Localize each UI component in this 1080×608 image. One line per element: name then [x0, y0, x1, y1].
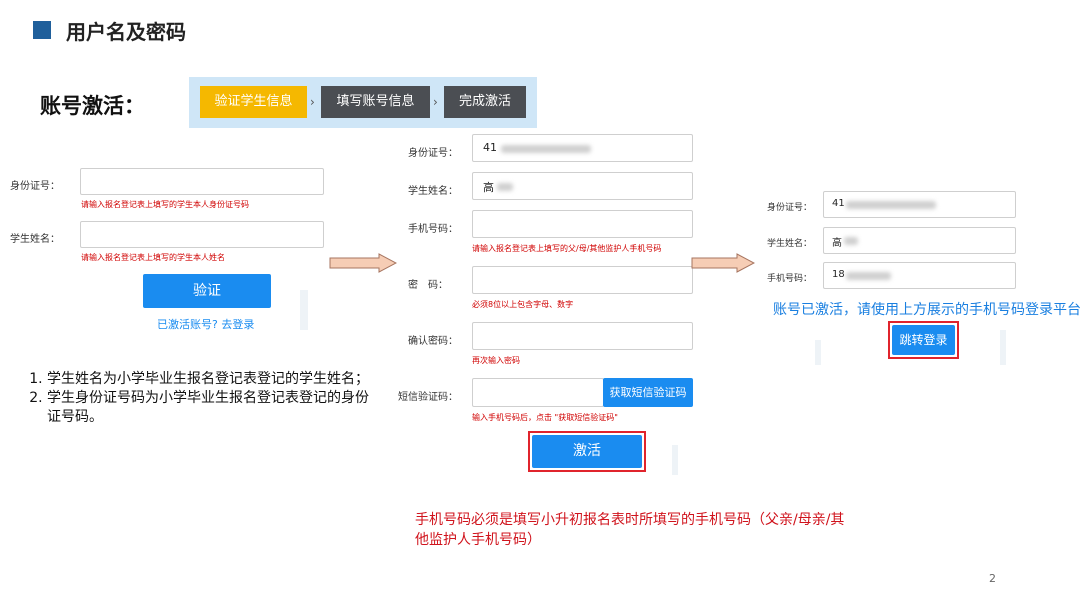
- notes-list: 学生姓名为小学毕业生报名登记表登记的学生姓名； 学生身份证号码为小学毕业生报名登…: [25, 370, 370, 427]
- phone-hint: 请输入报名登记表上填写的父/母/其他监护人手机号码: [472, 244, 662, 253]
- name-label: 学生姓名：: [767, 239, 813, 249]
- name-hint: 请输入报名登记表上填写的学生本人姓名: [81, 253, 225, 262]
- step-fill-account: 填写账号信息: [321, 86, 430, 118]
- steps-bar: 验证学生信息 › 填写账号信息 › 完成激活: [189, 77, 537, 128]
- name-input[interactable]: 高: [472, 172, 693, 200]
- id-value: 41: [483, 141, 497, 154]
- sms-code-label: 短信验证码：: [398, 392, 458, 403]
- password-hint: 必须8位以上包含字母、数字: [472, 300, 574, 309]
- login-link[interactable]: 已激活账号? 去登录: [157, 318, 255, 331]
- activate-button[interactable]: 激活: [532, 435, 642, 468]
- name-value: 高: [832, 238, 842, 249]
- confirm-password-hint: 再次输入密码: [472, 356, 520, 365]
- confirm-password-label: 确认密码：: [408, 336, 458, 347]
- id-label: 身份证号：: [408, 148, 458, 159]
- name-input: 高: [823, 227, 1016, 254]
- phone-number-note: 手机号码必须是填写小升初报名表时所填写的手机号码（父亲/母亲/其他监护人手机号码…: [415, 512, 845, 548]
- phone-input[interactable]: [472, 210, 693, 238]
- chevron-right-icon: ›: [310, 95, 315, 109]
- phone-value: 18: [832, 269, 845, 280]
- phone-label: 手机号码：: [767, 274, 813, 284]
- id-hint: 请输入报名登记表上填写的学生本人身份证号码: [81, 200, 249, 209]
- blurred-text: [497, 183, 513, 191]
- chevron-right-icon: ›: [433, 95, 438, 109]
- background-decoration: [300, 290, 308, 330]
- password-input[interactable]: [472, 266, 693, 294]
- id-input[interactable]: 41: [472, 134, 693, 162]
- page-title: 用户名及密码: [66, 20, 186, 44]
- sms-code-hint: 输入手机号码后，点击 "获取短信验证码": [472, 413, 618, 422]
- id-input[interactable]: [80, 168, 324, 195]
- title-square-icon: [33, 21, 51, 39]
- id-value: 41: [832, 198, 845, 209]
- password-label: 密 码：: [408, 280, 448, 291]
- id-label: 身份证号：: [767, 203, 813, 213]
- id-input: 41: [823, 191, 1016, 218]
- jump-login-highlight: 跳转登录: [888, 321, 959, 359]
- get-sms-code-button[interactable]: 获取短信验证码: [603, 378, 693, 407]
- blurred-text: [844, 237, 858, 245]
- note-item: 学生姓名为小学毕业生报名登记表登记的学生姓名；: [47, 370, 370, 389]
- jump-login-button[interactable]: 跳转登录: [892, 325, 955, 355]
- name-input[interactable]: [80, 221, 324, 248]
- blurred-text: [846, 201, 936, 209]
- arrow-right-icon: [329, 253, 397, 273]
- phone-input: 18: [823, 262, 1016, 289]
- background-decoration: [1000, 330, 1006, 365]
- note-item: 学生身份证号码为小学毕业生报名登记表登记的身份证号码。: [47, 389, 370, 427]
- sms-code-input[interactable]: [472, 378, 604, 407]
- background-decoration: [815, 340, 821, 365]
- confirm-password-input[interactable]: [472, 322, 693, 350]
- page-number: 2: [989, 572, 996, 585]
- blurred-text: [846, 272, 891, 280]
- name-value: 高: [483, 181, 494, 194]
- activate-highlight: 激活: [528, 431, 646, 472]
- id-label: 身份证号：: [10, 181, 60, 192]
- phone-label: 手机号码：: [408, 224, 458, 235]
- name-label: 学生姓名：: [10, 234, 60, 245]
- step-complete: 完成激活: [444, 86, 526, 118]
- background-decoration: [672, 445, 678, 475]
- step-verify: 验证学生信息: [200, 86, 307, 118]
- activated-message: 账号已激活，请使用上方展示的手机号码登录平台: [773, 302, 1080, 318]
- name-label: 学生姓名：: [408, 186, 458, 197]
- activation-heading: 账号激活：: [40, 94, 145, 118]
- arrow-right-icon: [691, 253, 755, 273]
- blurred-text: [501, 145, 591, 153]
- verify-button[interactable]: 验证: [143, 274, 271, 308]
